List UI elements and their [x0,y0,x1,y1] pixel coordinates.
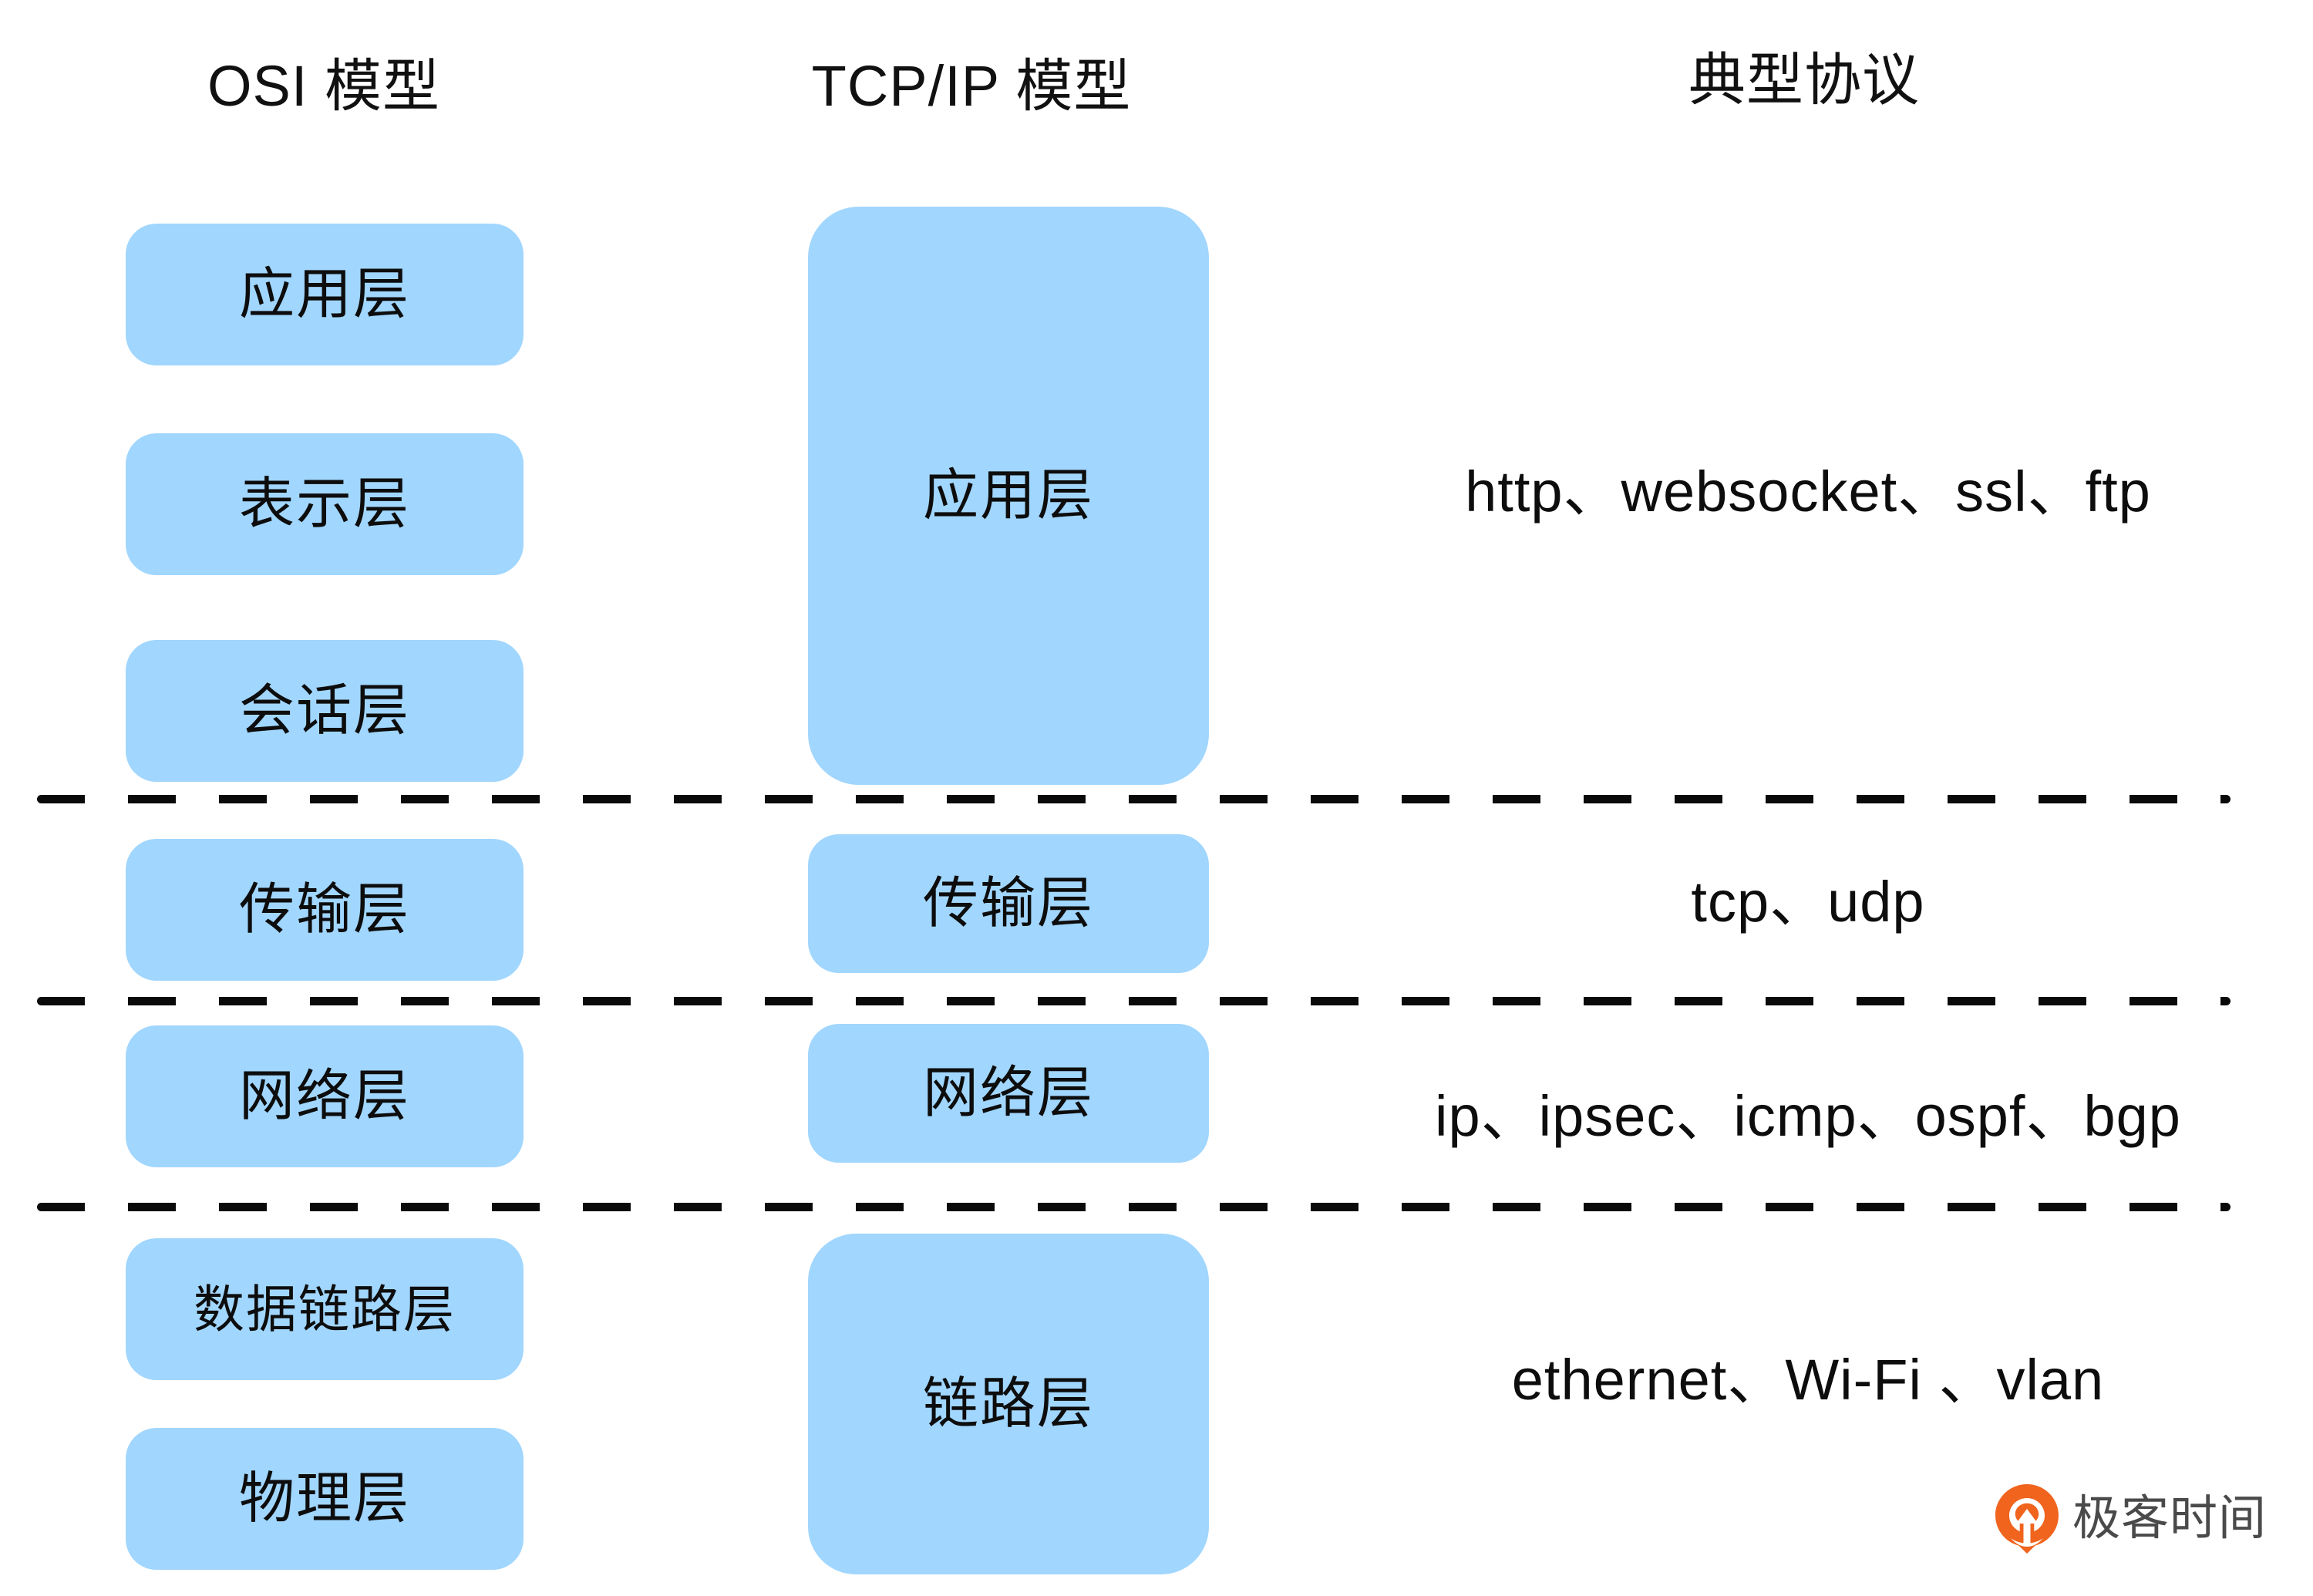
osi-layer-label: 会话层 [238,680,410,742]
osi-layer-application: 应用层 [126,224,524,365]
divider-above-network [37,997,2231,1005]
column-header-tcpip: TCP/IP 模型 [811,54,1132,118]
protocols-link: ethernet、Wi-Fi 、vlan [1511,1348,2105,1412]
tcpip-layer-link: 链路层 [808,1234,1209,1574]
osi-layer-label: 网络层 [238,1066,410,1127]
osi-layer-transport: 传输层 [126,839,524,981]
protocols-application: http、websocket、ssl、ftp [1465,460,2151,524]
tcpip-layer-transport: 传输层 [808,834,1209,973]
geektime-pin-icon [1995,1484,2059,1554]
tcpip-layer-label: 传输层 [922,873,1094,934]
tcpip-layer-label: 链路层 [922,1373,1094,1435]
osi-layer-label: 传输层 [238,879,410,941]
column-header-protocols: 典型协议 [1688,48,1920,112]
osi-layer-label: 数据链路层 [194,1281,456,1338]
divider-above-transport [37,795,2231,803]
tcpip-layer-network: 网络层 [808,1024,1209,1163]
protocols-transport: tcp、udp [1691,870,1925,934]
osi-layer-data-link: 数据链路层 [126,1238,524,1380]
osi-layer-session: 会话层 [126,640,524,782]
brand-name: 极客时间 [2072,1492,2268,1545]
protocols-network: ip、ipsec、icmp、ospf、bgp [1435,1084,2181,1148]
osi-layer-network: 网络层 [126,1025,524,1167]
osi-layer-label: 应用层 [238,264,410,325]
divider-above-link [37,1203,2231,1211]
osi-layer-presentation: 表示层 [126,433,524,575]
tcpip-layer-label: 网络层 [922,1062,1094,1124]
column-header-osi: OSI 模型 [207,54,441,118]
osi-layer-label: 物理层 [238,1468,410,1530]
tcpip-layer-application: 应用层 [808,207,1209,785]
tcpip-layer-label: 应用层 [922,465,1094,527]
osi-layer-label: 表示层 [238,473,410,535]
osi-layer-physical: 物理层 [126,1428,524,1570]
brand-logo: 极客时间 [1994,1483,2267,1554]
